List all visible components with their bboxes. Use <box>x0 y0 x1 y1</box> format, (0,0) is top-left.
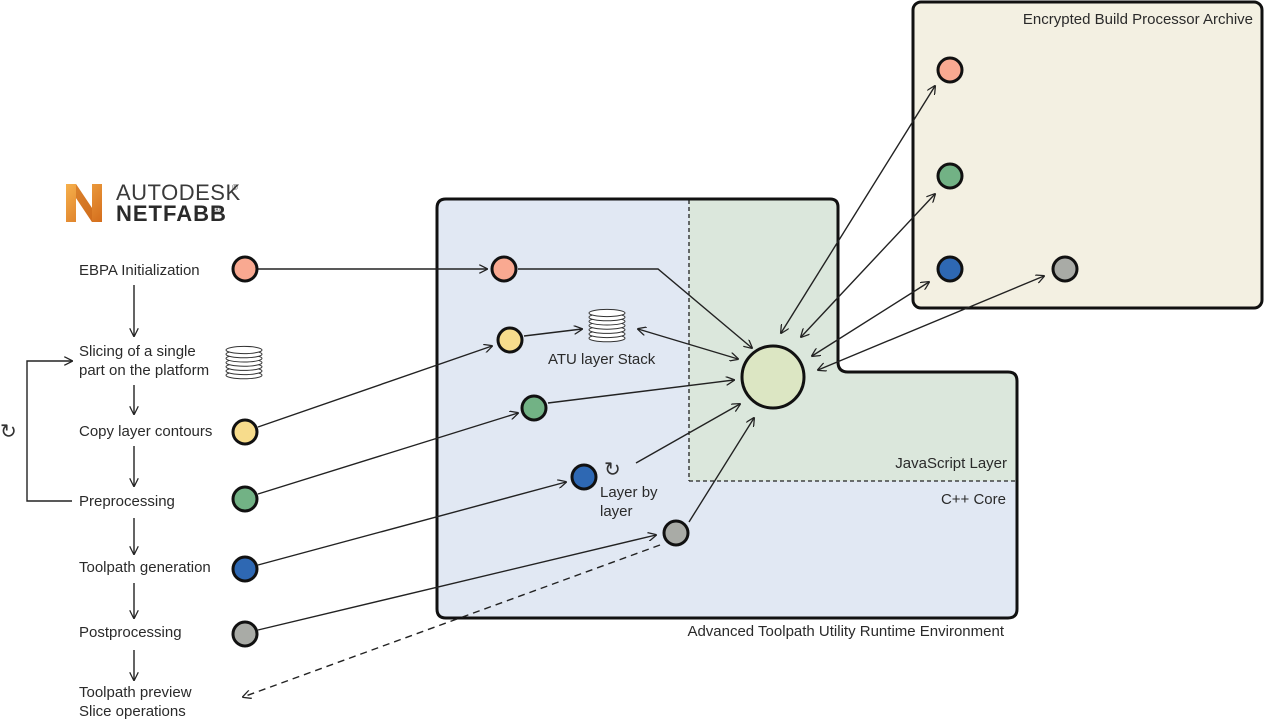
archive-box: Encrypted Build Processor Archive <box>911 0 1264 310</box>
runtime-environment-box: JavaScript Layer C++ Core Advanced Toolp… <box>435 197 1019 640</box>
step-postprocessing: Postprocessing <box>79 624 182 641</box>
edge-green-to-hub <box>547 380 734 404</box>
edge-preprocess-to-runtime <box>257 413 518 495</box>
node-archive-postprocess[interactable] <box>1051 255 1079 283</box>
atu-layer-stack-icon <box>588 308 626 343</box>
runtime-title: Advanced Toolpath Utility Runtime Enviro… <box>687 623 1004 640</box>
stack-disc <box>225 345 263 355</box>
js-layer-label: JavaScript Layer <box>895 455 1007 472</box>
node-archive-init[interactable] <box>936 56 964 84</box>
node-runtime-copy[interactable] <box>496 326 524 354</box>
edge-copy-to-runtime <box>257 346 492 428</box>
edge-hub-archive-gray <box>818 276 1044 370</box>
logo-brand-text: AUTODESK <box>116 180 241 205</box>
workflow-steps: EBPA Initialization Slicing of a single … <box>79 262 212 720</box>
node-runtime-preprocess[interactable] <box>520 394 548 422</box>
step-slicing-line2: part on the platform <box>79 362 209 379</box>
edge-yellow-to-stack <box>523 329 582 337</box>
cpp-core-label: C++ Core <box>941 491 1006 508</box>
edge-toolpath-to-runtime <box>257 482 566 566</box>
connections <box>243 86 1044 697</box>
edge-gray-to-hub <box>688 418 754 523</box>
node-archive-preprocess[interactable] <box>936 162 964 190</box>
edge-post-to-runtime <box>257 535 656 631</box>
node-runtime-postprocess[interactable] <box>662 519 690 547</box>
node-copy-layer-contours[interactable] <box>231 418 259 446</box>
layer-by-layer-label-line1: Layer by <box>600 484 658 501</box>
step-slice-operations: Slice operations <box>79 703 186 720</box>
node-postprocessing[interactable] <box>231 620 259 648</box>
stack-disc <box>588 308 626 318</box>
loop-bracket-arrow <box>26 361 72 502</box>
cycle-arrow-icon: ↻ <box>0 419 17 443</box>
node-toolpath-generation[interactable] <box>231 555 259 583</box>
node-ebpa-initialization[interactable] <box>231 255 259 283</box>
logo-product-text: NETFABB <box>116 201 227 226</box>
step-toolpath-preview: Toolpath preview <box>79 684 192 701</box>
layer-by-layer-cycle-icon: ↻ <box>604 457 621 481</box>
step-ebpa-initialization: EBPA Initialization <box>79 262 200 279</box>
node-preprocessing[interactable] <box>231 485 259 513</box>
step-copy-layer-contours: Copy layer contours <box>79 423 212 440</box>
layer-by-layer-label-line2: layer <box>600 503 633 520</box>
archive-title: Encrypted Build Processor Archive <box>1023 11 1253 28</box>
node-archive-toolpath[interactable] <box>936 255 964 283</box>
node-runtime-init[interactable] <box>490 255 518 283</box>
node-javascript-hub[interactable] <box>740 344 806 410</box>
step-preprocessing: Preprocessing <box>79 493 175 510</box>
atu-layer-stack-label: ATU layer Stack <box>548 351 656 368</box>
edge-salmon-to-hub <box>518 268 752 348</box>
autodesk-netfabb-logo: AUTODESK ® NETFABB ® <box>66 180 241 226</box>
node-runtime-toolpath[interactable] <box>570 463 598 491</box>
edge-blue-to-hub <box>635 404 740 464</box>
workflow-arrows: ↻ <box>0 285 134 680</box>
layer-stack-icon <box>225 345 263 380</box>
edge-hub-stack-bidirectional <box>638 329 738 359</box>
svg-text:®: ® <box>232 183 238 192</box>
autodesk-n-logo-icon <box>66 184 102 222</box>
step-slicing-line1: Slicing of a single <box>79 343 196 360</box>
edge-preview-dashed <box>243 544 661 697</box>
svg-text:®: ® <box>214 205 220 214</box>
step-toolpath-generation: Toolpath generation <box>79 559 211 576</box>
nodes <box>231 56 1079 648</box>
